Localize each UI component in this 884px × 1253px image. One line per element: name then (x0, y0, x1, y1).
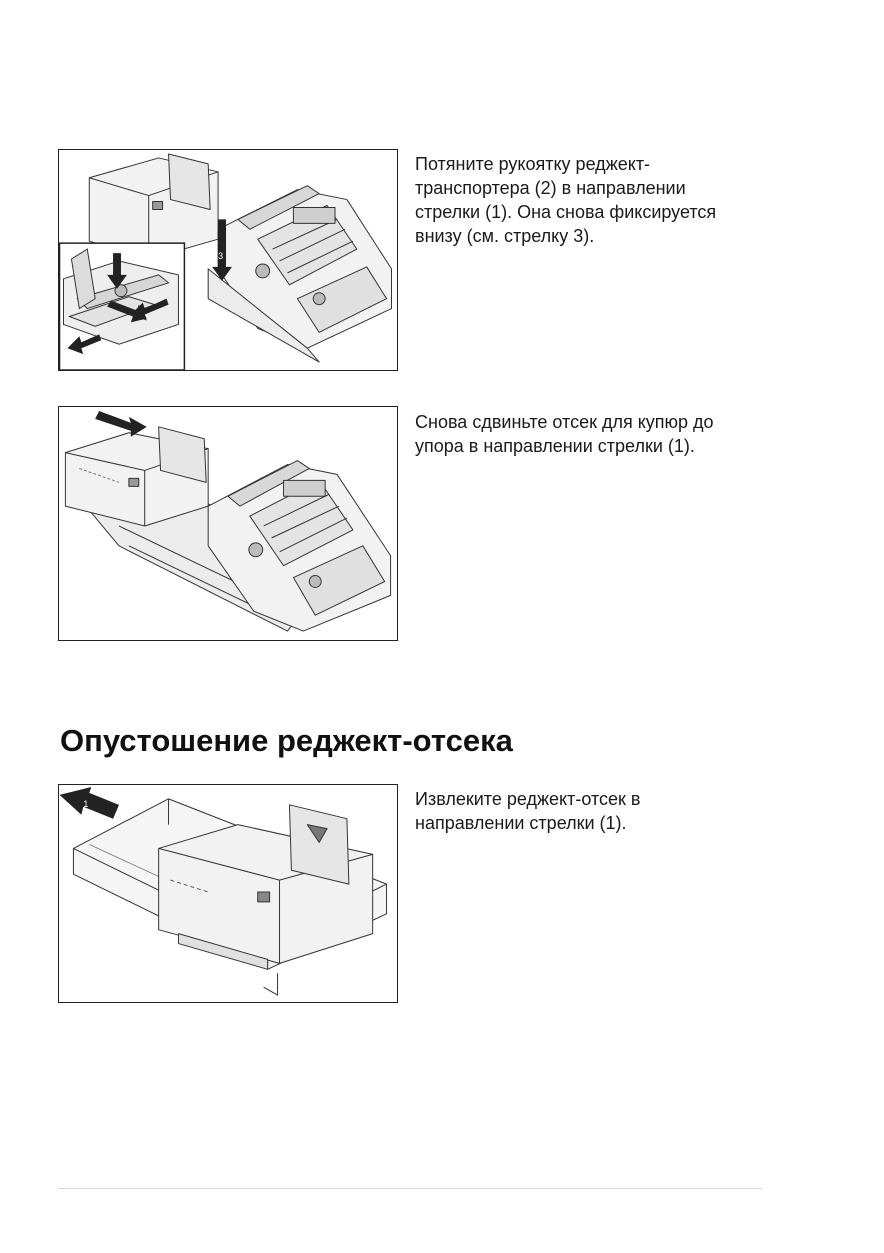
svg-text:1: 1 (83, 799, 88, 809)
footer-divider (58, 1188, 762, 1189)
step-instruction-text: Извлеките реджект-отсек в направлении ст… (415, 789, 641, 833)
reject-compartment-removal-illustration: 1 (58, 784, 398, 1003)
step-instruction-text: Снова сдвиньте отсек для купюр до упора … (415, 412, 714, 456)
svg-text:3: 3 (218, 251, 223, 261)
reject-transport-handle-illustration: 3 (58, 149, 398, 371)
step-instruction-text: Потяните рукоятку реджект- транспортера … (415, 154, 717, 246)
note-compartment-push-illustration (58, 406, 398, 641)
section-heading: Опустошение реджект-отсека (60, 723, 513, 758)
